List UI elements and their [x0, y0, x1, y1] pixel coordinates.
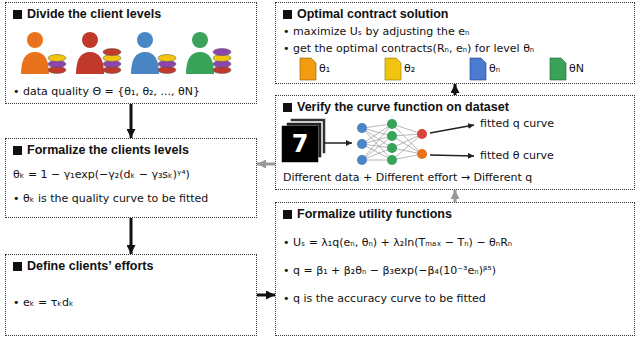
box-text: θₖ = 1 − γ₁exp(−γ₂(dₖ − γ₃sₖ)ᵞ⁴): [13, 168, 190, 181]
box-body-row: • maximize Uₛ by adjusting the eₙ: [283, 25, 627, 39]
output-label: fitted θ curve: [480, 149, 554, 163]
neuron: [357, 123, 367, 133]
box-text: • q = β₁ + β₂θₙ − β₃exp(−β₄(10⁻³eₙ)ᵝ⁵): [283, 264, 496, 277]
heading-marker: [13, 262, 22, 271]
box-heading-row: Formalize the clients levels: [13, 143, 249, 158]
person-head: [192, 32, 208, 48]
neuron: [387, 131, 397, 141]
box-heading: Optimal contract solution: [297, 7, 448, 22]
process-box: Define clients’ efforts • eₖ = τₖdₖ: [5, 254, 257, 336]
process-box: Formalize the clients levels θₖ = 1 − γ₁e…: [5, 138, 257, 218]
person-body: [186, 52, 214, 74]
box-body-row: • get the optimal contracts(Rₙ, eₙ) for …: [283, 42, 627, 56]
box-heading-row: Verify the curve function on dataset: [283, 100, 627, 115]
box-body-row: • eₖ = τₖdₖ: [13, 296, 249, 310]
document-icon: [300, 58, 316, 80]
person-body: [21, 52, 49, 74]
box-body-row: • q = β₁ + β₂θₙ − β₃exp(−β₄(10⁻³eₙ)ᵝ⁵): [283, 264, 627, 278]
box-body-row: • θₖ is the quality curve to be fitted: [13, 192, 249, 206]
box-heading: Formalize the clients levels: [27, 143, 189, 158]
box-body-row: • q is the accuracy curve to be fitted: [283, 292, 627, 306]
output-label: fitted q curve: [480, 117, 554, 131]
contract-icons: [300, 58, 566, 80]
box-heading-row: Divide the client levels: [13, 7, 249, 22]
process-box: Verify the curve function on datasetDiff…: [275, 95, 635, 190]
flow-arrow: [257, 294, 275, 297]
box-text: • maximize Uₛ by adjusting the eₙ: [283, 25, 469, 38]
data-disk: [158, 55, 176, 62]
box-text: • eₖ = τₖdₖ: [13, 296, 74, 309]
flow-arrow: [430, 125, 474, 133]
data-disk: [213, 49, 231, 56]
level-label: θN: [569, 62, 584, 76]
neuron: [387, 119, 397, 129]
dataset-image: [282, 126, 318, 162]
network-links: [362, 124, 422, 160]
person-head: [82, 32, 98, 48]
box-body-row: θₖ = 1 − γ₁exp(−γ₂(dₖ − γ₃sₖ)ᵞ⁴): [13, 168, 249, 182]
heading-marker: [283, 103, 292, 112]
box-heading: Define clients’ efforts: [27, 259, 153, 274]
digit-sample: 7: [282, 126, 318, 162]
box-text: • Uₛ = λ₁q(eₙ, θₙ) + λ₂ln(Tₘₐₓ − Tₙ) − θ…: [283, 236, 512, 249]
level-label: θₙ: [489, 62, 500, 76]
box-body-row: • Uₛ = λ₁q(eₙ, θₙ) + λ₂ln(Tₘₐₓ − Tₙ) − θ…: [283, 236, 627, 250]
document-icon: [385, 58, 401, 80]
box-heading-row: Define clients’ efforts: [13, 259, 249, 274]
neuron: [417, 129, 427, 139]
box-heading-row: Optimal contract solution: [283, 7, 627, 22]
neuron: [357, 139, 367, 149]
flow-arrow: [257, 163, 275, 166]
document-icon: [470, 58, 486, 80]
box-body-row: Different data + Different effort → Diff…: [283, 171, 627, 185]
box-heading: Verify the curve function on dataset: [297, 100, 509, 115]
flow-arrow: [130, 104, 133, 138]
neuron: [357, 155, 367, 165]
neuron: [387, 143, 397, 153]
person-head: [27, 32, 43, 48]
document-icon: [550, 58, 566, 80]
client-figures: [21, 32, 231, 74]
process-box: Formalize utility functions • Uₛ = λ₁q(eₙ…: [275, 202, 635, 336]
person-body: [131, 52, 159, 74]
data-disk: [48, 55, 66, 62]
data-disk: [103, 49, 121, 56]
heading-marker: [13, 146, 22, 155]
box-text: • data quality Θ = {θ₁, θ₂, ..., θN}: [13, 85, 200, 98]
box-body-row: • data quality Θ = {θ₁, θ₂, ..., θN}: [13, 85, 249, 99]
neuron: [387, 155, 397, 165]
flow-arrow: [454, 190, 457, 202]
box-text: • θₖ is the quality curve to be fitted: [13, 192, 208, 205]
verification-illustration: [282, 118, 474, 165]
flow-arrow: [454, 84, 457, 95]
box-heading: Divide the client levels: [27, 7, 161, 22]
box-text: Different data + Different effort → Diff…: [283, 171, 532, 184]
flow-arrow: [430, 155, 474, 156]
heading-marker: [13, 10, 22, 19]
level-label: θ₁: [319, 62, 330, 76]
box-text: • get the optimal contracts(Rₙ, eₙ) for …: [283, 42, 534, 55]
box-text: • q is the accuracy curve to be fitted: [283, 292, 486, 305]
box-heading: Formalize utility functions: [297, 207, 452, 222]
person-head: [137, 32, 153, 48]
flow-arrow: [324, 142, 352, 144]
neuron: [417, 149, 427, 159]
level-label: θ₂: [404, 62, 415, 76]
heading-marker: [283, 10, 292, 19]
heading-marker: [283, 210, 292, 219]
box-heading-row: Formalize utility functions: [283, 207, 627, 222]
person-body: [76, 52, 104, 74]
process-box: Divide the client levels • data quality Θ…: [5, 2, 257, 104]
flow-arrow: [130, 218, 133, 254]
